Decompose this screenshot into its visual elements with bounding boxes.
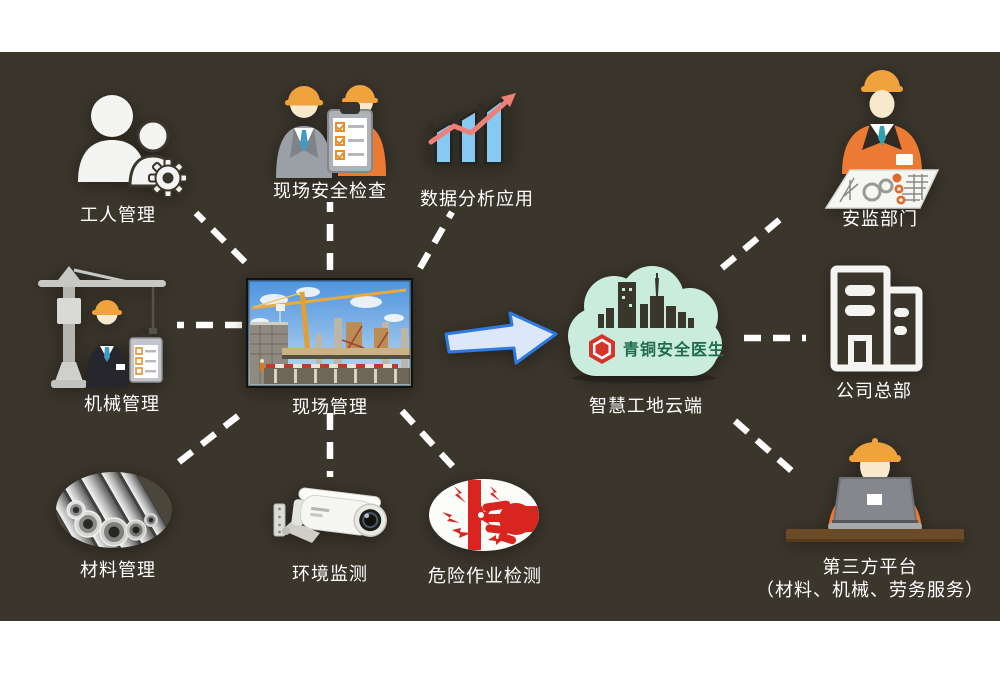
cloud-skyline-icon: 青铜安全医生 bbox=[568, 266, 725, 383]
gear-icon bbox=[148, 158, 188, 198]
cctv-camera-photo bbox=[273, 487, 387, 543]
tower-crane-worker-icon bbox=[38, 266, 166, 388]
blueprint-icon bbox=[824, 169, 940, 209]
connector-third-party bbox=[732, 418, 796, 475]
label-material: 材料管理 bbox=[80, 560, 156, 580]
brand-name: 青铜安全医生 bbox=[623, 340, 725, 359]
label-safety-dept: 安监部门 bbox=[842, 209, 918, 229]
connector-hazard bbox=[399, 408, 459, 473]
worker-laptop-icon bbox=[786, 438, 964, 542]
office-buildings-icon bbox=[830, 265, 923, 372]
laptop-icon bbox=[828, 477, 922, 529]
inspector-blueprint-icon bbox=[824, 70, 940, 209]
label-third-party-line2: （材料、机械、劳务服务） bbox=[756, 580, 984, 600]
photo-crane bbox=[251, 288, 407, 355]
pipe-ends bbox=[66, 500, 158, 547]
label-third-party-line1: 第三方平台 bbox=[822, 557, 918, 577]
lightning-bolts bbox=[442, 486, 506, 545]
electric-hazard-sign-icon bbox=[429, 479, 539, 551]
connector-data-analysis bbox=[417, 210, 455, 270]
hand-icon bbox=[482, 500, 539, 545]
tower-crane-icon bbox=[38, 266, 166, 388]
flow-arrow-icon bbox=[444, 311, 558, 365]
label-hazard: 危险作业检测 bbox=[428, 566, 542, 586]
connector-worker-mgmt bbox=[193, 210, 248, 265]
label-inspection: 现场安全检查 bbox=[273, 181, 387, 201]
label-third-party: 第三方平台 （材料、机械、劳务服务） bbox=[756, 556, 984, 602]
workers-gear-icon bbox=[78, 95, 188, 198]
label-cloud: 智慧工地云端 bbox=[589, 396, 703, 416]
label-hq: 公司总部 bbox=[836, 381, 912, 401]
label-data-analysis: 数据分析应用 bbox=[420, 189, 534, 209]
steel-pipes-photo bbox=[56, 472, 172, 548]
connector-material bbox=[177, 413, 240, 465]
connector-safety-dept bbox=[719, 213, 787, 271]
label-env: 环境监测 bbox=[292, 564, 368, 584]
brand-hexagon-icon bbox=[589, 334, 615, 364]
label-site-mgmt: 现场管理 bbox=[292, 397, 368, 417]
city-skyline-icon bbox=[598, 273, 694, 328]
label-machinery: 机械管理 bbox=[84, 394, 160, 414]
safety-inspectors-icon bbox=[276, 85, 386, 178]
checklist-clipboard-icon bbox=[327, 102, 373, 173]
bar-chart-trend-icon bbox=[428, 93, 516, 164]
construction-site-photo bbox=[246, 278, 413, 388]
checklist-clipboard-icon bbox=[129, 334, 163, 383]
label-worker-mgmt: 工人管理 bbox=[80, 205, 156, 225]
